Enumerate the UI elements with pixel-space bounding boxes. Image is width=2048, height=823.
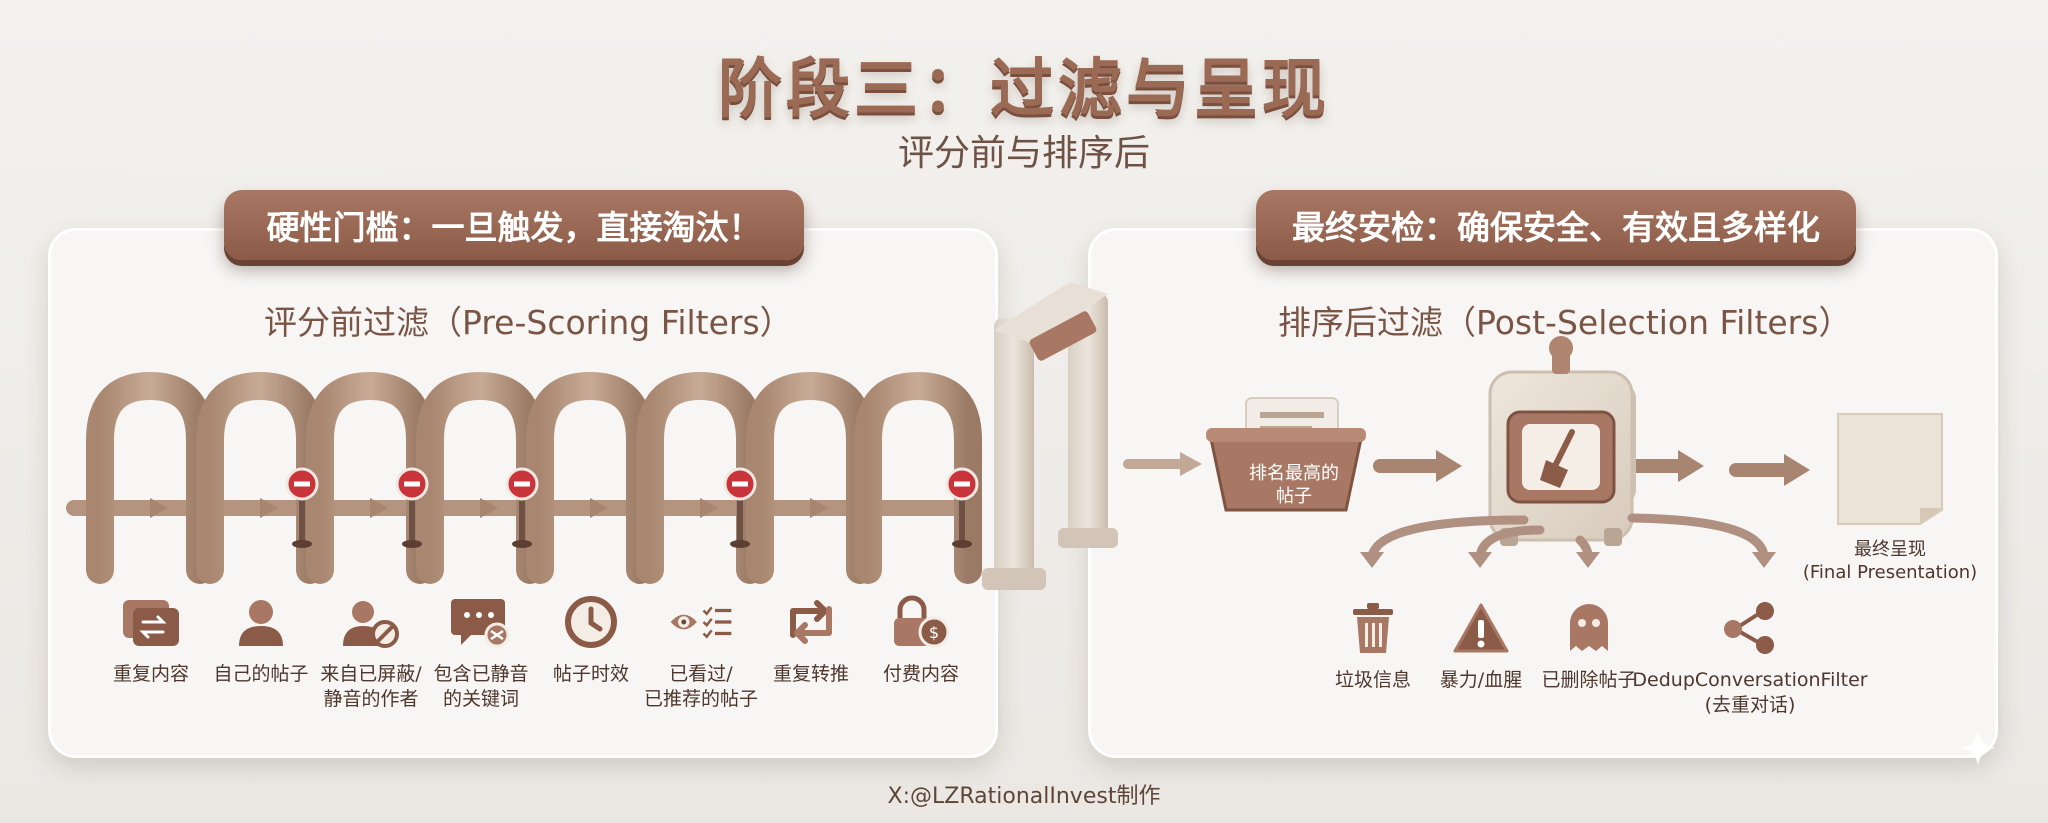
user-icon [229, 592, 293, 652]
stop-signs [285, 467, 979, 548]
basket-top-posts [1206, 397, 1366, 512]
filter-label: 包含已静音 的关键词 [433, 663, 529, 710]
page-title: 阶段三：过滤与呈现 [718, 53, 1330, 127]
duplicate-content-icon [119, 592, 183, 652]
branch-arrowheads [1360, 552, 1776, 568]
flow-arrows-left [150, 498, 828, 518]
filter-label: 重复转推 [772, 663, 849, 685]
filter-machine [1488, 336, 1636, 546]
filter-label: 自己的帖子 [213, 663, 309, 685]
pre-scoring-heading: 评分前过滤（Pre-Scoring Filters） [264, 303, 793, 342]
filter-seen-posts: 已看过/ 已推荐的帖子 [636, 592, 766, 711]
page-subtitle: 评分前与排序后 [897, 133, 1150, 174]
retweet-icon [779, 592, 843, 652]
share-branch-icon [1718, 598, 1782, 658]
paid-lock-icon: $ [889, 592, 953, 652]
filter-violence: 暴力/血腥 [1416, 598, 1546, 693]
arch-gates [86, 371, 982, 584]
filter-blocked-authors: 来自已屏蔽/ 静音的作者 [306, 592, 436, 711]
blocked-user-icon [339, 592, 403, 652]
filter-duplicate-content: 重复内容 [86, 592, 216, 687]
filter-muted-keywords: 包含已静音 的关键词 [416, 592, 546, 711]
credit-footer: X:@LZRationalInvest制作 [887, 784, 1161, 809]
sparkle-icon [1958, 728, 1998, 772]
checkpoint-gate [982, 282, 1118, 590]
filter-post-age: 帖子时效 [526, 592, 656, 687]
post-selection-heading: 排序后过滤（Post-Selection Filters） [1278, 303, 1852, 342]
filter-label: 暴力/血腥 [1439, 669, 1523, 691]
filter-duplicate-retweets: 重复转推 [746, 592, 876, 687]
ghost-icon [1557, 598, 1621, 658]
filter-deleted-posts: 已删除帖子 [1524, 598, 1654, 693]
filter-own-posts: 自己的帖子 [196, 592, 326, 687]
post-flow-arrows [1123, 450, 1810, 486]
final-presentation-label: 最终呈现 (Final Presentation) [1802, 539, 1978, 584]
warning-icon [1449, 598, 1513, 658]
muted-keyword-icon [449, 592, 513, 652]
trash-icon [1341, 598, 1405, 658]
final-presentation-card [1837, 413, 1943, 525]
filter-label: DedupConversationFilter (去重对话) [1632, 669, 1868, 716]
final-check-badge: 最终安检：确保安全、有效且多样化 [1256, 190, 1856, 260]
filter-label: 垃圾信息 [1334, 669, 1411, 691]
hard-threshold-badge: 硬性门槛：一旦触发，直接淘汰！ [224, 190, 804, 260]
filter-spam: 垃圾信息 [1308, 598, 1438, 693]
filter-label: 付费内容 [882, 663, 959, 685]
filter-dedup-conversation: DedupConversationFilter (去重对话) [1620, 598, 1880, 717]
seen-list-icon [669, 592, 733, 652]
clock-icon [559, 592, 623, 652]
filter-label: 已看过/ 已推荐的帖子 [643, 663, 758, 710]
filter-paid-content: $ 付费内容 [856, 592, 986, 687]
filter-label: 已删除帖子 [1541, 669, 1637, 691]
svg-text:$: $ [929, 623, 939, 642]
filter-label: 来自已屏蔽/ 静音的作者 [320, 663, 422, 710]
basket-label: 排名最高的 帖子 [1249, 463, 1339, 508]
filter-label: 帖子时效 [552, 663, 629, 685]
filter-label: 重复内容 [112, 663, 189, 685]
